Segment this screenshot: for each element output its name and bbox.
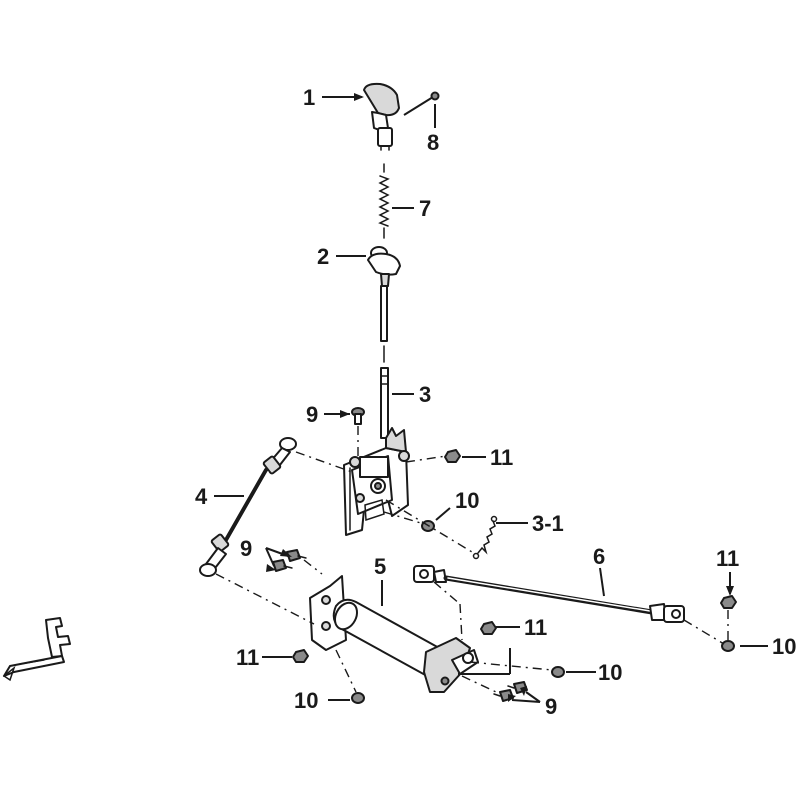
callout-10-middle: 10 — [598, 660, 622, 685]
callout-9-right: 9 — [545, 694, 557, 719]
nut-left — [292, 649, 309, 663]
bolt-upper — [351, 407, 365, 425]
spring — [378, 163, 390, 239]
callout-4: 4 — [195, 484, 208, 509]
callout-9-left: 9 — [240, 536, 252, 561]
linkage-rod — [199, 437, 297, 577]
shift-knob — [363, 82, 400, 151]
shift-cable — [413, 565, 685, 623]
nut-right-top — [720, 595, 737, 609]
assembly-lines — [215, 426, 729, 693]
lever-rod — [380, 285, 389, 439]
callout-2: 2 — [317, 244, 329, 269]
shift-collar — [367, 246, 401, 287]
callout-11-right: 11 — [716, 546, 739, 571]
washer-right — [721, 640, 735, 652]
callout-3-1: 3-1 — [532, 511, 564, 536]
callout-9-upper: 9 — [306, 402, 318, 427]
set-screw — [403, 91, 440, 116]
callout-10-upper: 10 — [455, 488, 479, 513]
front-marker-text: F — [48, 651, 49, 653]
callout-labels: 1 8 7 2 3 9 11 10 3-1 4 9 5 6 11 10 11 1… — [195, 85, 796, 719]
callout-11-left: 11 — [236, 645, 259, 670]
return-spring — [472, 515, 498, 560]
shifter-bracket — [343, 427, 410, 536]
bolt-left-1 — [286, 549, 307, 562]
nut-middle — [480, 621, 497, 635]
washer-middle — [551, 666, 565, 678]
washer-bottom — [351, 692, 365, 704]
callout-10-right: 10 — [772, 634, 796, 659]
callout-1: 1 — [303, 85, 315, 110]
callout-11-upper: 11 — [490, 445, 513, 470]
nut-upper — [444, 449, 461, 463]
callout-7: 7 — [419, 196, 431, 221]
leader-arrowheads — [266, 93, 734, 702]
callout-3: 3 — [419, 382, 431, 407]
callout-10-bottom: 10 — [294, 688, 318, 713]
callout-5: 5 — [374, 554, 386, 579]
callout-8: 8 — [427, 130, 439, 155]
front-direction-marker: F — [2, 617, 71, 682]
bolt-left-2 — [272, 559, 293, 572]
callout-6: 6 — [593, 544, 605, 569]
cross-shaft — [309, 575, 479, 693]
callout-11-middle: 11 — [524, 615, 547, 640]
